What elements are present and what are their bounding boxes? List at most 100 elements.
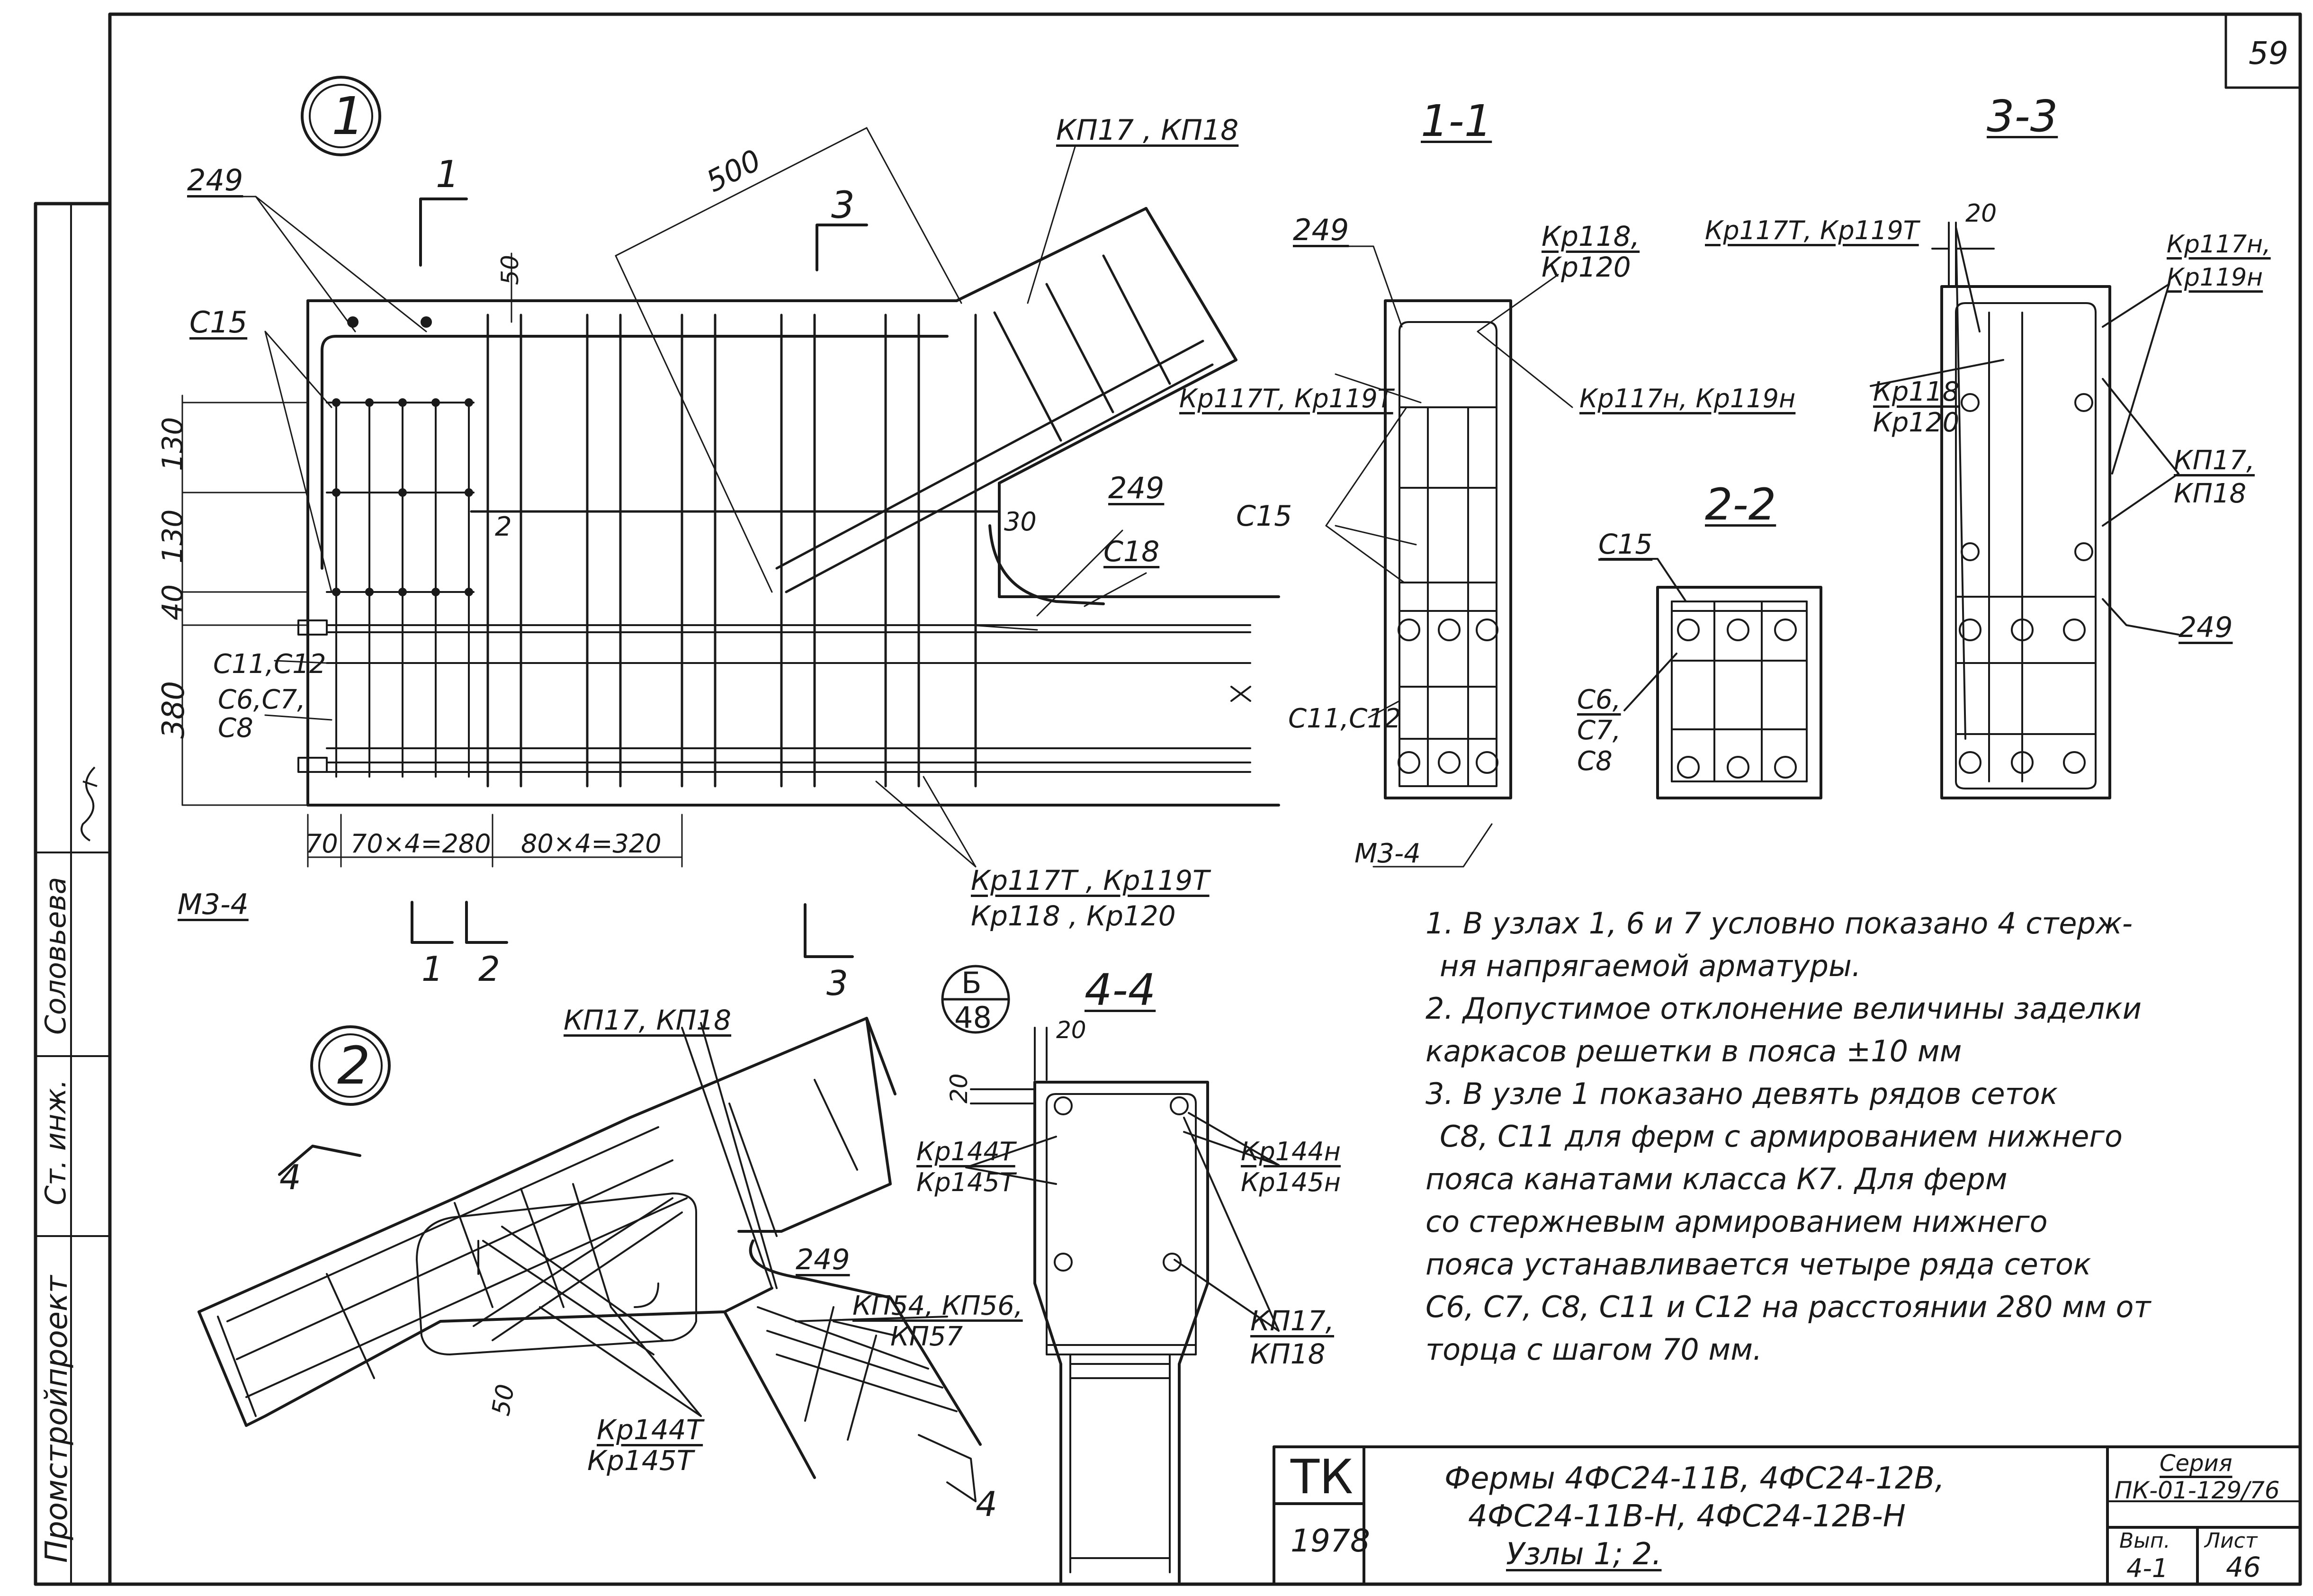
section33-label-kp118: Кр118 (1873, 377, 1960, 407)
section11-label-c11c12: С11,С12 (1288, 703, 1401, 734)
title-line-2: 4ФС24-11В-Н, 4ФС24-12В-Н (1468, 1499, 1906, 1534)
node1-label-249b: 249 (1108, 471, 1165, 505)
ref-bubble-top: Б (961, 966, 982, 1000)
section-mark-3-bottom: 3 (826, 963, 848, 1003)
node1-dim-380: 380 (156, 681, 191, 739)
note-line: 3. В узле 1 показано девять рядов сеток (1425, 1076, 2058, 1111)
note-line: 2. Допустимое отклонение величины заделк… (1425, 991, 2142, 1026)
note-line: 1. В узлах 1, 6 и 7 условно показано 4 с… (1425, 906, 2133, 941)
section33-label-kp18: КП18 (2174, 478, 2247, 509)
node1-label-c11c12: С11,С12 (213, 649, 326, 680)
sheet-number: 59 (2249, 35, 2288, 72)
section11-label-kp117n: Кр117н, Кр119н (1579, 384, 1796, 413)
node1-label-kp17-kp18: КП17 , КП18 (1056, 114, 1239, 147)
section44-label-kp18: КП18 (1250, 1338, 1326, 1370)
section33-label-kp117n: Кр117н, (2167, 230, 2271, 259)
ref-bubble-bottom: 48 (954, 1000, 992, 1035)
node1-label-c6c7: С6,С7, (218, 684, 306, 715)
stamp-role: Ст. инж. (39, 1079, 72, 1205)
node1-label-c8: С8 (218, 713, 253, 744)
title-line-1: Фермы 4ФС24-11В, 4ФС24-12В, (1444, 1461, 1945, 1496)
node2-label-kp17-kp18: КП17, КП18 (564, 1004, 732, 1036)
section33-label-249: 249 (2179, 611, 2233, 644)
section-mark-2-bottom: 2 (478, 949, 500, 989)
sheet-frame (34, 12, 2302, 1586)
section-title-1-1: 1-1 (1421, 96, 1492, 146)
node1-label: 1 (332, 86, 365, 146)
section44-label-kp144n: Кр144н (1241, 1137, 1341, 1166)
section22-label-c7: С7, (1577, 715, 1621, 746)
signature-mark (76, 762, 102, 843)
section11-label-249: 249 (1293, 213, 1349, 247)
node2-drawing (197, 1017, 982, 1502)
section44-dim-20-top: 20 (1056, 1016, 1086, 1044)
node2-label-kp144: Кр144Т (597, 1414, 703, 1446)
node2-label-kp54: КП54, КП56, (852, 1291, 1023, 1321)
section11-label-kp117t: Кр117Т, Кр119Т (1179, 384, 1393, 413)
node1-label-kp117t-kp119t: Кр117Т , Кр119Т (971, 864, 1210, 897)
section33-dim-20: 20 (1965, 199, 1997, 228)
section44-label-kp145n: Кр145н (1241, 1167, 1341, 1197)
node1-dim-70x4: 70×4=280 (350, 829, 491, 859)
section22-drawing (1600, 558, 1822, 799)
section-title-2-2: 2-2 (1705, 479, 1776, 530)
node1-label-c15: С15 (189, 305, 248, 340)
section-mark-1-top: 1 (436, 153, 459, 196)
note-line: со стержневым армированием нижнего (1425, 1204, 2048, 1239)
node1-label-kp118-kp120: Кр118 , Кр120 (971, 900, 1176, 932)
node1-label-249: 249 (187, 163, 243, 197)
node1-dim-50: 50 (496, 255, 524, 285)
notes-block: 1. В узлах 1, 6 и 7 условно показано 4 с… (1425, 902, 2273, 1371)
section-title-4-4: 4-4 (1085, 965, 1156, 1015)
node2-label-kp57: КП57 (890, 1321, 963, 1352)
node1-dim-130b: 130 (156, 509, 189, 564)
title-list-label: Лист (2205, 1529, 2258, 1553)
section33-label-kp17: КП17, (2174, 445, 2255, 476)
title-line-3: Узлы 1; 2. (1506, 1537, 1662, 1572)
stamp-name: Соловьева (39, 877, 72, 1035)
section22-label-c15: С15 (1598, 528, 1653, 560)
section33-label-kp117t: Кр117Т, Кр119Т (1705, 215, 1919, 245)
section44-drawing (941, 965, 1280, 1583)
section-mark-4-bottom: 4 (976, 1484, 997, 1524)
section44-label-kp144t: Кр144Т (916, 1137, 1015, 1166)
note-line: С6, С7, С8, С11 и С12 на расстоянии 280 … (1425, 1290, 2151, 1324)
node1-drawing (181, 76, 1280, 958)
note-line: пояса канатами класса К7. Для ферм (1425, 1162, 2008, 1196)
section11-drawing (1306, 245, 1573, 868)
node1-dim-130a: 130 (156, 417, 189, 471)
node1-dim-70: 70 (305, 829, 338, 859)
section22-label-c8: С8 (1577, 746, 1613, 777)
title-vyp-value: 4-1 (2126, 1553, 2169, 1583)
note-line: пояса устанавливается четыре ряда сеток (1425, 1247, 2091, 1282)
section11-label-kp118: Кр118, (1542, 220, 1640, 252)
node2-dim-50: 50 (486, 1382, 520, 1418)
title-series-label: Серия (2160, 1450, 2232, 1477)
section-mark-4-top: 4 (279, 1157, 301, 1197)
title-list-value: 46 (2226, 1551, 2261, 1583)
section44-dim-20-left: 20 (945, 1073, 973, 1103)
title-block-frame (1273, 1445, 2302, 1586)
node1-dim-80x4: 80×4=320 (521, 829, 662, 859)
section33-label-kp119n: Кр119н (2167, 263, 2263, 292)
node1-label-c18: С18 (1103, 535, 1160, 568)
title-year: 1978 (1291, 1523, 1370, 1559)
section33-label-kp120: Кр120 (1873, 407, 1960, 438)
node1-dim-40: 40 (156, 584, 189, 620)
section33-drawing (1870, 222, 2179, 799)
section11-label-c15: С15 (1236, 500, 1292, 533)
section11-label-m34: М3-4 (1354, 838, 1421, 869)
node1-label-m34: М3-4 (178, 888, 249, 921)
section44-label-kp145t: Кр145Т (916, 1167, 1015, 1197)
note-line: ня напрягаемой арматуры. (1440, 949, 1861, 983)
section22-label-c6: С6, (1577, 684, 1621, 715)
title-vyp-label: Вып. (2119, 1529, 2170, 1553)
section-mark-3-top: 3 (831, 184, 855, 227)
node2-label-kp145: Кр145Т (587, 1444, 694, 1477)
title-tk: ТК (1291, 1449, 1354, 1505)
section-title-3-3: 3-3 (1987, 91, 2058, 142)
title-series-value: ПК-01-129/76 (2115, 1477, 2280, 1504)
stamp-organization: Промстройпроект (39, 1275, 74, 1563)
